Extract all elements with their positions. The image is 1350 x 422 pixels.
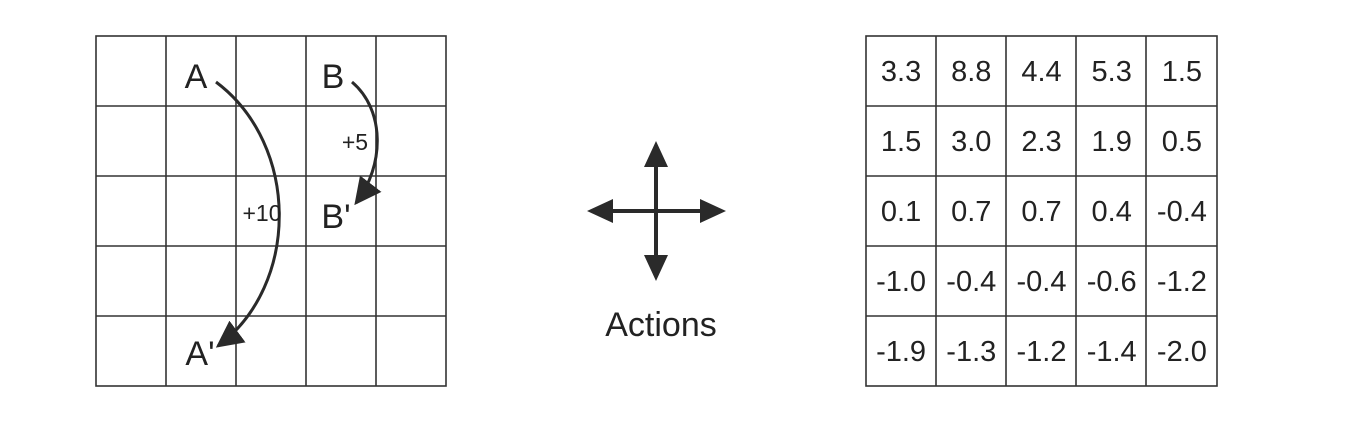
value-cell: -1.4	[1087, 336, 1137, 368]
value-cell: 1.5	[881, 126, 921, 158]
value-cell: -0.6	[1087, 266, 1137, 298]
value-cell: -1.0	[876, 266, 926, 298]
state-a-prime-label: A'	[185, 335, 214, 373]
value-cell: -0.4	[946, 266, 996, 298]
value-cell: 0.5	[1162, 126, 1202, 158]
value-cell: 3.0	[951, 126, 991, 158]
actions-label: Actions	[605, 306, 717, 344]
reward-b-label: +5	[342, 129, 368, 155]
value-cell: 4.4	[1021, 56, 1061, 88]
value-cell: -2.0	[1157, 336, 1207, 368]
value-cell: -1.2	[1017, 336, 1067, 368]
value-cell: -0.4	[1157, 196, 1207, 228]
value-cells: 3.3 8.8 4.4 5.3 1.5 1.5 3.0 2.3 1.9 0.5 0.1 0.7 0.7 0…	[876, 56, 1207, 368]
value-cell: 0.1	[881, 196, 921, 228]
value-cell: -1.9	[876, 336, 926, 368]
value-cell: 0.7	[1021, 196, 1061, 228]
actions-panel: Actions	[587, 141, 726, 344]
transition-arrow-b	[351, 80, 382, 206]
state-a-label: A	[185, 58, 208, 96]
value-cell: 2.3	[1021, 126, 1061, 158]
value-cell: -1.2	[1157, 266, 1207, 298]
transition-arrow-a	[215, 80, 281, 348]
value-grid-panel: 3.3 8.8 4.4 5.3 1.5 1.5 3.0 2.3 1.9 0.5 0.1 0.7 0.7 0…	[865, 35, 1218, 387]
value-cell: -0.4	[1017, 266, 1067, 298]
gridworld-panel: A B B' A' +10 +5	[95, 35, 447, 387]
reward-a-label: +10	[242, 200, 281, 226]
value-cell: 0.7	[951, 196, 991, 228]
four-way-arrow-icon	[587, 141, 726, 281]
value-cell: 1.9	[1092, 126, 1132, 158]
value-cell: 3.3	[881, 56, 921, 88]
value-cell: -1.3	[946, 336, 996, 368]
state-b-label: B	[322, 58, 345, 96]
value-cell: 8.8	[951, 56, 991, 88]
value-cell: 5.3	[1092, 56, 1132, 88]
state-b-prime-label: B'	[321, 198, 350, 236]
value-grid	[865, 35, 1218, 387]
value-cell: 0.4	[1092, 196, 1132, 228]
value-cell: 1.5	[1162, 56, 1202, 88]
